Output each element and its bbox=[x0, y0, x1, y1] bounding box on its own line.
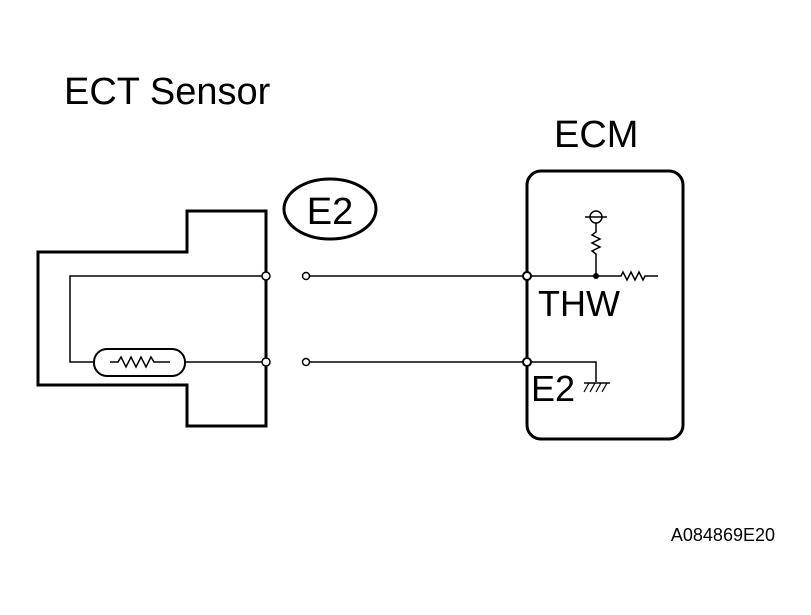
sensor-terminal-e2 bbox=[261, 357, 271, 367]
pullup-resistor-icon bbox=[590, 223, 602, 276]
connector-tag-label: E2 bbox=[307, 191, 353, 233]
sensor-terminal-thw bbox=[261, 271, 271, 281]
ecm-terminal-e2 bbox=[522, 357, 532, 367]
sensor-inner-wire bbox=[69, 275, 266, 363]
ecm-box bbox=[525, 169, 685, 441]
ecm-title: ECM bbox=[554, 114, 638, 156]
sensor-thermistor-icon bbox=[93, 348, 186, 377]
ground-icon bbox=[583, 382, 610, 393]
sensor-housing bbox=[36, 209, 268, 428]
harness-terminal-e2 bbox=[301, 357, 311, 367]
voltage-source-icon bbox=[585, 210, 607, 224]
thw-terminal-label: THW bbox=[538, 283, 620, 324]
e2-terminal-label: E2 bbox=[531, 368, 575, 409]
harness-terminal-thw bbox=[301, 271, 311, 281]
ecm-terminal-thw bbox=[522, 271, 532, 281]
series-resistor-icon bbox=[596, 270, 658, 282]
figure-code: A084869E20 bbox=[671, 525, 775, 545]
ecm-e2-internal-line bbox=[531, 361, 597, 382]
connector-tag-oval bbox=[282, 177, 378, 241]
sensor-title: ECT Sensor bbox=[64, 71, 271, 113]
